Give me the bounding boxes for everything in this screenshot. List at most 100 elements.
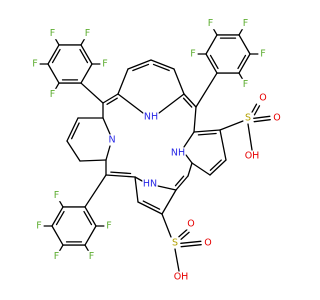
top-left-pfp-fluorine-5: F <box>102 59 107 70</box>
bottom-s-o-top-a <box>180 231 190 240</box>
bottom-left-pfp-fluorine-5-backdrop <box>51 190 62 202</box>
bottom-left-pfp-fluorine-2-backdrop <box>86 250 97 262</box>
bottom-s-o-side-a <box>180 244 202 248</box>
bottom-left-pfp-meso-bond <box>84 174 107 208</box>
right-hydroxyl: OH <box>245 151 260 162</box>
bond-layer <box>39 27 271 272</box>
bottom-left-pfp-ring-bond-0-inner <box>83 210 93 226</box>
top-pyrrole-nh-backdrop <box>143 111 159 123</box>
top-right-pfp-fluorine-4-backdrop <box>258 48 268 60</box>
bottom-s-o-top-b <box>178 229 188 238</box>
top-left-pfp-fluorine-1-backdrop <box>47 88 58 100</box>
bottom-left-pfp-fluorine-2: F <box>89 251 94 262</box>
right-sulfur: S <box>245 113 251 124</box>
top-left-pfp-fluorine-2-backdrop <box>30 58 40 70</box>
bottom-sulfur-backdrop <box>170 237 180 249</box>
bottom-pyrrole-hn: HN <box>143 179 157 190</box>
top-right-pfp-ring-bond-1 <box>205 34 218 55</box>
bottom-oxygen-1: O <box>187 219 194 230</box>
top-right-pfp-fluorine-5-backdrop <box>240 78 251 90</box>
top-left-pfp-fluorine-3: F <box>50 28 55 39</box>
right-hydroxyl-backdrop <box>244 150 260 162</box>
bottom-sulfur: S <box>172 238 178 249</box>
bottom-left-pfp-ring-bond-0 <box>84 206 97 227</box>
top-pyrrole-double-1-inner <box>132 63 150 72</box>
top-pyrrole-double-2-inner <box>152 63 170 72</box>
bond-21 <box>187 162 193 177</box>
bottom-left-pfp-fluorine-1-backdrop <box>104 220 114 232</box>
left-pyrrole-double <box>66 117 79 142</box>
top-pyrrole-double-2 <box>150 59 175 70</box>
bottom-left-pfp-fluorine-4-backdrop <box>34 220 44 232</box>
top-left-pfp-meso-bond <box>80 82 104 104</box>
right-oxygen-2-backdrop <box>272 112 282 124</box>
bottom-oxygen-1-backdrop <box>186 218 196 230</box>
top-right-pfp-fluorine-1: F <box>190 49 195 60</box>
right-s-o-top-b <box>250 103 258 114</box>
left-pyrrole-double-inner <box>70 122 80 140</box>
bond-4 <box>158 93 185 114</box>
bond-13 <box>185 154 193 164</box>
top-right-pfp-fluorine-2-backdrop <box>205 18 216 30</box>
bottom-pyrrole-double-1 <box>137 201 163 215</box>
top-right-pfp-fluorine-1-backdrop <box>188 48 198 60</box>
meso-top-right-double <box>183 93 197 108</box>
bond-5 <box>66 140 81 162</box>
bottom-s-oh-bond <box>174 248 180 272</box>
top-right-pfp-fluorine-2: F <box>208 18 213 29</box>
right-pyrrole-nh-backdrop <box>170 147 186 159</box>
bottom-left-pfp-ring-bond-4-inner <box>55 210 65 226</box>
meso-top-left-double <box>102 93 119 104</box>
top-left-pfp-fluorine-2: F <box>32 59 37 70</box>
bond-19 <box>193 106 197 133</box>
bond-15 <box>161 189 177 215</box>
top-left-pfp-fluorine-1: F <box>50 89 55 100</box>
top-left-pfp-fluorine-4: F <box>85 28 90 39</box>
top-left-pfp-ring-bond-2 <box>47 44 60 65</box>
top-left-pfp-ring-bond-4-inner <box>79 48 89 64</box>
top-left-pfp-ring-bond-1 <box>47 63 60 84</box>
bottom-left-pfp-fluorine-3-backdrop <box>51 250 62 262</box>
bottom-left-pfp-ring-bond-1 <box>84 225 97 246</box>
right-s-o-top-a <box>253 105 261 116</box>
bottom-left-pfp-fluorine-5: F <box>54 190 59 201</box>
left-pyrrole-n: N <box>108 135 115 146</box>
right-c-s-bond <box>219 120 244 131</box>
top-left-pfp-ring-bond-5 <box>80 63 93 84</box>
right-s-o-side-b <box>253 115 271 119</box>
top-right-pfp-fluorine-4: F <box>260 49 265 60</box>
top-right-pfp-ring-bond-0 <box>205 53 218 74</box>
bond-8 <box>102 117 111 135</box>
right-s-o-side-a <box>253 119 271 123</box>
top-pyrrole-double-1 <box>127 59 152 70</box>
top-left-pfp-fluorine-5-backdrop <box>100 58 110 70</box>
bottom-left-pfp-fluorine-1: F <box>106 221 111 232</box>
bottom-s-o-side-b <box>180 240 202 244</box>
meso-bottom-left-double <box>105 174 136 178</box>
meso-bottom-left-double-inner <box>110 171 132 175</box>
bond-9 <box>105 145 111 161</box>
right-pyrrole-double-2-inner <box>209 159 222 171</box>
bond-1 <box>117 68 129 95</box>
top-right-pfp-fluorine-3-backdrop <box>240 18 251 30</box>
bottom-c-s-bond <box>161 213 172 238</box>
bottom-left-pfp-fluorine-3: F <box>54 251 59 262</box>
right-oxygen-1: O <box>259 93 266 104</box>
right-sulfur-backdrop <box>243 112 253 124</box>
bond-3 <box>117 93 144 114</box>
bond-2 <box>173 68 185 95</box>
meso-top-right-double-inner <box>182 97 193 108</box>
bottom-pyrrole-double-2-inner <box>174 175 185 187</box>
bottom-oxygen-2: O <box>204 238 211 249</box>
bond-12 <box>191 162 211 176</box>
top-right-pfp-fluorine-5: F <box>243 79 248 90</box>
top-pyrrole-nh: NH <box>144 112 158 123</box>
top-left-pfp-ring-bond-2-inner <box>51 48 61 64</box>
bottom-left-pfp-ring-bond-3 <box>51 225 64 246</box>
top-left-pfp-fluorine-4-backdrop <box>82 28 93 40</box>
bond-17 <box>157 185 177 191</box>
bottom-pyrrole-double-1-inner <box>142 200 161 210</box>
bottom-oxygen-2-backdrop <box>203 237 213 249</box>
